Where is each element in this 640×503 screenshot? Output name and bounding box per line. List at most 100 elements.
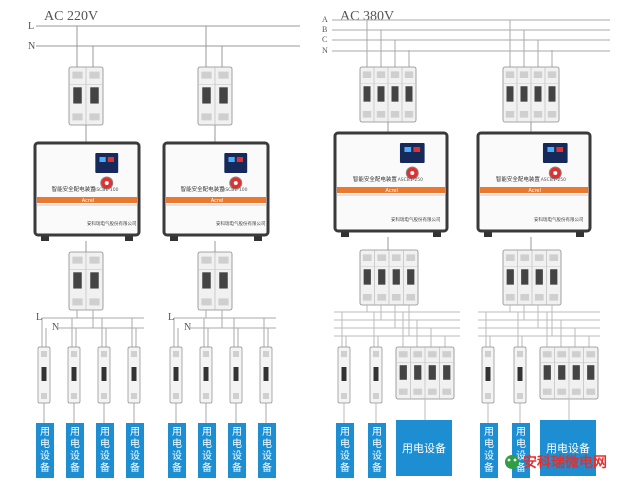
breaker-handle (558, 365, 566, 380)
load-label-char: 备 (40, 461, 50, 474)
mcb-handle (131, 367, 137, 381)
breaker-handle (90, 87, 99, 104)
mcb-handle (263, 367, 269, 381)
breaker-handle (392, 269, 400, 285)
load-label-char: 用 (516, 427, 526, 438)
display-screen (542, 143, 568, 163)
load-box (36, 423, 54, 478)
display-screen (95, 153, 119, 173)
left-unit-2: 智能安全配电装置ASCB1-100Acrel安科瑞电气股份有限公司LN用电设备用… (162, 26, 276, 478)
line-label-a: A (322, 15, 328, 24)
cabinet-title: 智能安全配电装置 (52, 185, 97, 193)
load-label-char: 备 (232, 461, 242, 474)
breaker-handle (520, 86, 528, 102)
cabinet-badge: Acrel (82, 198, 95, 204)
load-label-char: 备 (130, 461, 140, 474)
load-box (228, 423, 246, 478)
load-label-char: 电 (516, 437, 526, 450)
wheel (484, 231, 492, 237)
load-label: 用电设备 (546, 441, 590, 455)
load-label-char: 电 (232, 437, 242, 450)
mcb-handle (41, 367, 47, 381)
mcb-handle (71, 367, 77, 381)
breaker-handle (587, 365, 595, 380)
load-label-char: 设 (232, 450, 242, 462)
load-label-char: 备 (484, 461, 494, 474)
load-label-char: 备 (70, 461, 80, 474)
breaker-handle (414, 365, 422, 380)
mcb-handle (203, 367, 209, 381)
cabinet-title: 智能安全配电装置 (181, 185, 226, 193)
load-label-char: 电 (70, 437, 80, 450)
breaker-handle (391, 86, 399, 102)
load-label-char: 用 (130, 427, 140, 438)
load-label-char: 电 (100, 437, 110, 450)
breaker-handle (363, 269, 371, 285)
display-screen (224, 153, 248, 173)
orange-band (337, 187, 445, 193)
load-label-char: 备 (340, 461, 350, 474)
breaker-handle (534, 86, 542, 102)
mcb-handle (485, 367, 491, 381)
breaker-handle (73, 272, 82, 289)
load-label-char: 备 (516, 461, 526, 474)
cabinet-badge: Acrel (385, 188, 398, 194)
load-label-char: 备 (372, 461, 382, 474)
breaker-handle (543, 365, 551, 380)
orange-band (480, 187, 588, 193)
load-label-char: 用 (70, 427, 80, 438)
breaker-handle (521, 269, 529, 285)
wheel (254, 235, 262, 241)
breaker-handle (399, 365, 407, 380)
orange-band (166, 197, 266, 203)
breaker-handle (202, 272, 211, 289)
wheel (433, 231, 441, 237)
load-label-char: 用 (232, 427, 242, 438)
branch-label-l: L (36, 312, 42, 323)
branch-label-n: N (52, 322, 59, 333)
load-label-char: 设 (70, 450, 80, 462)
line-label-l: L (28, 21, 34, 32)
watermark-text: 安科瑞微电网 (523, 454, 607, 470)
cabinet-title: 智能安全配电装置 (353, 175, 398, 183)
load-label-char: 用 (262, 427, 272, 438)
load-box (480, 423, 498, 478)
load-box (368, 423, 386, 478)
load-label-char: 备 (202, 461, 212, 474)
supply-label-220v: AC 220V (44, 9, 98, 24)
load-label-char: 设 (262, 450, 272, 462)
load-label-char: 电 (40, 437, 50, 450)
load-label-char: 电 (340, 437, 350, 450)
load-box (198, 423, 216, 478)
load-label-char: 设 (202, 450, 212, 462)
load-label-char: 设 (484, 450, 494, 462)
left-unit-1: 智能安全配电装置ASCB1-100Acrel安科瑞电气股份有限公司LN用电设备用… (33, 26, 144, 478)
mcb-handle (173, 367, 179, 381)
load-label-char: 设 (340, 450, 350, 462)
load-label-char: 备 (262, 461, 272, 474)
line-label-n: N (28, 41, 35, 52)
mcb-handle (517, 367, 523, 381)
load-label-char: 设 (372, 450, 382, 462)
load-label-char: 用 (100, 427, 110, 438)
load-label: 用电设备 (402, 441, 446, 455)
line-label-n3: N (322, 46, 328, 55)
line-label-c: C (322, 35, 327, 44)
mcb-handle (373, 367, 379, 381)
load-box (168, 423, 186, 478)
breaker-handle (73, 87, 82, 104)
load-label-char: 设 (130, 450, 140, 462)
load-box (66, 423, 84, 478)
wheel (341, 231, 349, 237)
load-box (396, 420, 452, 476)
cabinet-model: ASCB1-250 (541, 177, 566, 183)
breaker-handle (443, 365, 451, 380)
load-box (336, 423, 354, 478)
mcb-handle (233, 367, 239, 381)
wheel (170, 235, 178, 241)
load-label-char: 用 (340, 427, 350, 438)
